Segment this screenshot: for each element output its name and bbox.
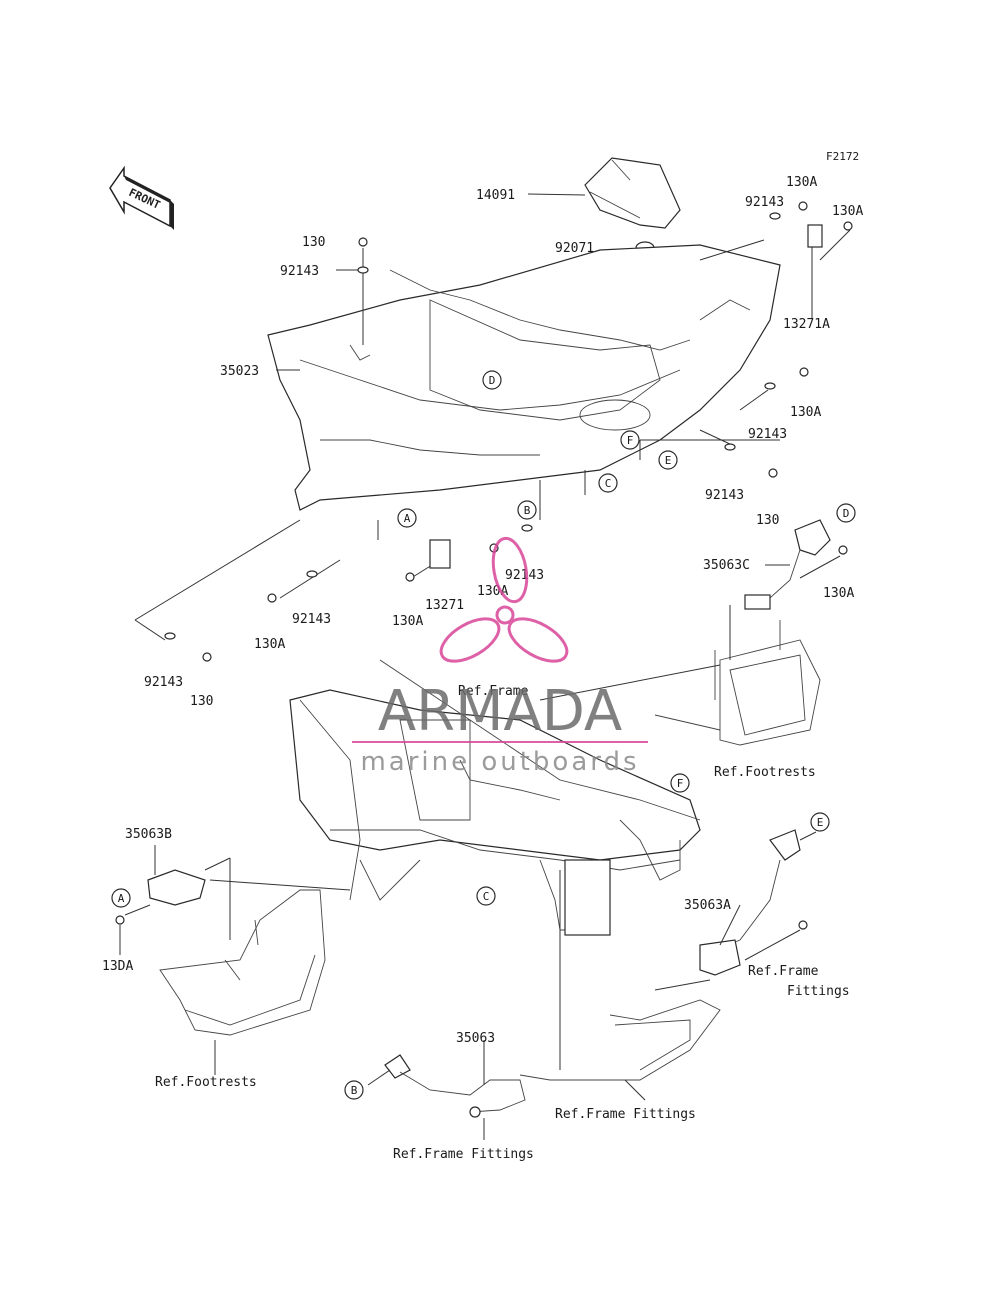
svg-text:F: F: [677, 777, 684, 790]
callout-A-left: A: [111, 888, 131, 908]
callout-B-bottom: B: [344, 1080, 364, 1100]
watermark: ARMADA marine outboards: [352, 536, 648, 777]
propeller-logo-icon: [439, 536, 569, 663]
label-130A: 130A: [786, 175, 817, 190]
frame-assembly: [289, 659, 701, 936]
label-ref-footrests-right: Ref.Footrests: [714, 765, 816, 780]
label-92143: 92143: [144, 675, 183, 690]
label-13271A: 13271A: [783, 317, 830, 332]
label-ref-frame-fittings-right-2: Fittings: [787, 984, 850, 999]
label-130A: 130A: [790, 405, 821, 420]
callout-C-top: C: [598, 473, 618, 493]
front-fender-35023: [267, 244, 781, 511]
label-130A: 130A: [832, 204, 863, 219]
watermark-brand: ARMADA: [378, 679, 622, 744]
label-92143: 92143: [505, 568, 544, 583]
callout-A-top: A: [397, 508, 417, 528]
svg-text:E: E: [665, 454, 672, 467]
front-arrow-icon: FRONT: [109, 165, 174, 230]
label-130A: 130A: [392, 614, 423, 629]
label-35023: 35023: [220, 364, 259, 379]
callout-E-top: E: [658, 450, 678, 470]
footrest-right-35063C: [539, 519, 848, 746]
callout-E-right: E: [810, 812, 830, 832]
svg-text:A: A: [118, 892, 125, 905]
label-92143: 92143: [745, 195, 784, 210]
label-ref-frame: Ref.Frame: [458, 684, 529, 699]
watermark-tagline: marine outboards: [360, 747, 639, 777]
cover-part-14091: [584, 157, 681, 255]
label-13271: 13271: [425, 598, 464, 613]
label-ref-frame-fittings-right-1: Ref.Frame: [748, 964, 819, 979]
label-ref-frame-fittings-lower: Ref.Frame Fittings: [393, 1147, 534, 1162]
label-130: 130: [302, 235, 325, 250]
svg-text:E: E: [817, 816, 824, 829]
label-13DA: 13DA: [102, 959, 133, 974]
bracket-35063A: [519, 829, 817, 1101]
svg-text:D: D: [843, 507, 850, 520]
bracket-35063: [367, 1040, 526, 1140]
leader-lines-top: [134, 193, 851, 641]
svg-text:C: C: [483, 890, 490, 903]
callout-D-top: D: [482, 370, 502, 390]
svg-text:A: A: [404, 512, 411, 525]
label-35063B: 35063B: [125, 827, 172, 842]
callout-C-frame: C: [476, 886, 496, 906]
svg-text:F: F: [627, 434, 634, 447]
label-130A: 130A: [477, 584, 508, 599]
callout-B-top: B: [517, 500, 537, 520]
label-92071: 92071: [555, 241, 594, 256]
part-labels: 14091 92071 92143 130A 130A 13271A 130 9…: [102, 175, 863, 1162]
label-35063A: 35063A: [684, 898, 731, 913]
label-14091: 14091: [476, 188, 515, 203]
hardware-top: [164, 201, 853, 662]
label-130A: 130A: [254, 637, 285, 652]
label-92143: 92143: [292, 612, 331, 627]
svg-text:B: B: [351, 1084, 358, 1097]
label-130A: 130A: [823, 586, 854, 601]
svg-text:C: C: [605, 477, 612, 490]
figure-id: F2172: [826, 150, 859, 163]
label-35063C: 35063C: [703, 558, 750, 573]
svg-text:B: B: [524, 504, 531, 517]
footrest-left-35063B: [115, 845, 351, 1075]
label-ref-frame-fittings-bottom: Ref.Frame Fittings: [555, 1107, 696, 1122]
callouts: A B C D E F D F C E A B: [111, 370, 856, 1100]
label-130: 130: [190, 694, 213, 709]
callout-F-top: F: [620, 430, 640, 450]
svg-text:D: D: [489, 374, 496, 387]
callout-D-right: D: [836, 503, 856, 523]
label-35063: 35063: [456, 1031, 495, 1046]
label-ref-footrests-left: Ref.Footrests: [155, 1075, 257, 1090]
label-92143: 92143: [748, 427, 787, 442]
callout-F-frame: F: [670, 773, 690, 793]
label-92143: 92143: [705, 488, 744, 503]
label-130: 130: [756, 513, 779, 528]
label-92143: 92143: [280, 264, 319, 279]
